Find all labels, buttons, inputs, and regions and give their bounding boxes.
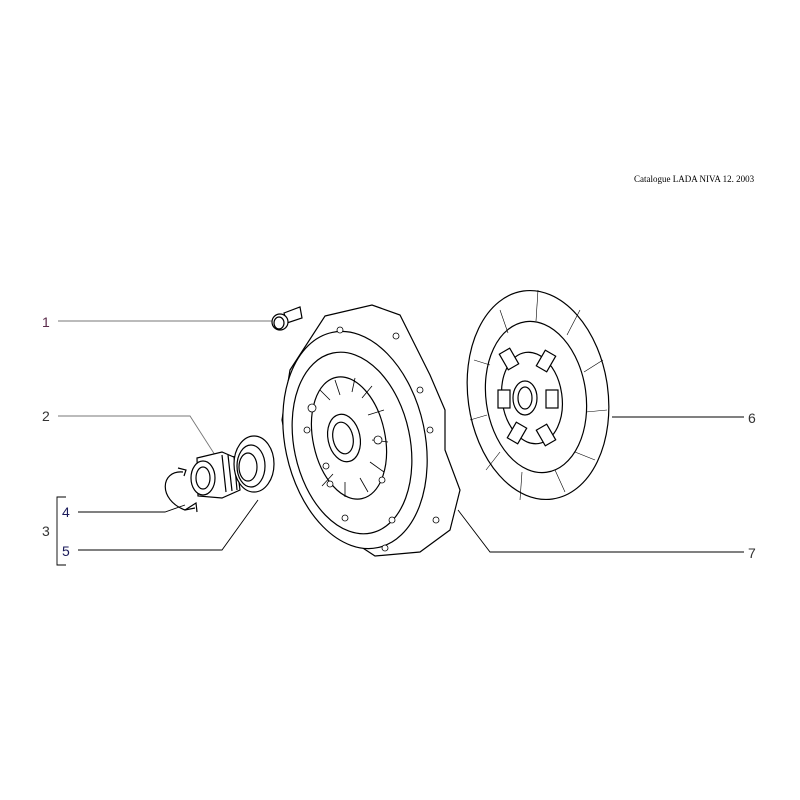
callout-4: 4 [62,504,70,520]
release-sleeve-part [190,451,241,499]
bolt-part [271,306,303,331]
callout-1: 1 [42,314,50,330]
catalogue-caption: Catalogue LADA NIVA 12. 2003 [634,174,755,184]
release-bearing-part [233,435,275,493]
clutch-disc-part [466,289,610,501]
callout-5: 5 [62,543,70,559]
pressure-plate-part [281,304,461,557]
callout-2: 2 [42,408,50,424]
circlip-part [164,467,198,513]
callout-3: 3 [42,523,50,539]
callout-7: 7 [748,545,756,561]
callout-6: 6 [748,410,756,426]
